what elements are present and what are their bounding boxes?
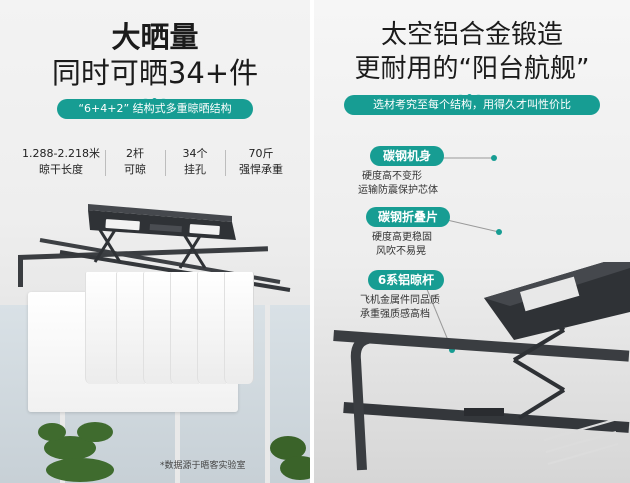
shirt [224, 272, 254, 384]
stat-rods-value: 2杆 [126, 147, 144, 160]
stat-load-label: 强悍承重 [239, 163, 283, 176]
callout-folding-plate-desc2: 风吹不易晃 [376, 246, 426, 257]
right-feature-pill: 选材考究至每个结构，用得久才叫性价比 [344, 95, 600, 115]
stats-row: 1.288-2.218米 晾干长度 2杆 可晾 34个 挂孔 70斤 强悍承重 [22, 146, 292, 180]
stat-length: 1.288-2.218米 晾干长度 [22, 146, 100, 178]
left-title-line2: 同时可晒34+件 [51, 56, 259, 90]
stat-load-value: 70斤 [248, 147, 274, 160]
stat-holes-value: 34个 [182, 147, 208, 160]
stat-length-value: 1.288-2.218米 [22, 147, 100, 160]
callout-aluminum-rod-desc2: 承重强质感高档 [360, 309, 430, 320]
shirt [197, 272, 229, 384]
left-feature-pill: “6+4+2” 结构式多重晾晒结构 [57, 99, 253, 119]
callout-steel-body-desc2: 运输防震保护芯体 [358, 185, 438, 196]
callout-steel-body-desc1: 硬度高不变形 [362, 171, 422, 182]
callout-aluminum-rod: 6系铝晾杆 [368, 270, 444, 290]
rack-closeup-illustration [333, 155, 630, 471]
right-title-line2: 更耐用的“阳台航舰” [354, 54, 590, 84]
plant-left-icon [38, 422, 114, 482]
right-title-line1: 太空铝合金锻造 [380, 20, 563, 50]
callout-folding-plate-desc1: 硬度高更稳固 [372, 232, 432, 243]
stat-rods: 2杆 可晾 [110, 146, 160, 178]
data-source-note: *数据源于晤客实验室 [160, 461, 246, 471]
stat-holes: 34个 挂孔 [170, 146, 220, 178]
left-title-line1: 大晒量 [111, 20, 199, 54]
right-panel: 太空铝合金锻造 更耐用的“阳台航舰” 选材考究至每个结构，用得久才叫性价比 碳钢… [314, 0, 630, 483]
stat-load: 70斤 强悍承重 [230, 146, 292, 178]
plant-right-icon [270, 436, 310, 480]
callout-aluminum-rod-desc1: 飞机金属件同品质 [360, 295, 440, 306]
stat-rods-label: 可晾 [124, 163, 146, 176]
stat-holes-label: 挂孔 [184, 163, 206, 176]
right-dots [456, 84, 483, 99]
callout-folding-plate: 碳钢折叠片 [366, 207, 450, 227]
callout-steel-body: 碳钢机身 [370, 146, 444, 166]
stat-length-label: 晾干长度 [39, 163, 83, 176]
left-panel: 大晒量 同时可晒34+件 “6+4+2” 结构式多重晾晒结构 1.288-2.2… [0, 0, 310, 483]
